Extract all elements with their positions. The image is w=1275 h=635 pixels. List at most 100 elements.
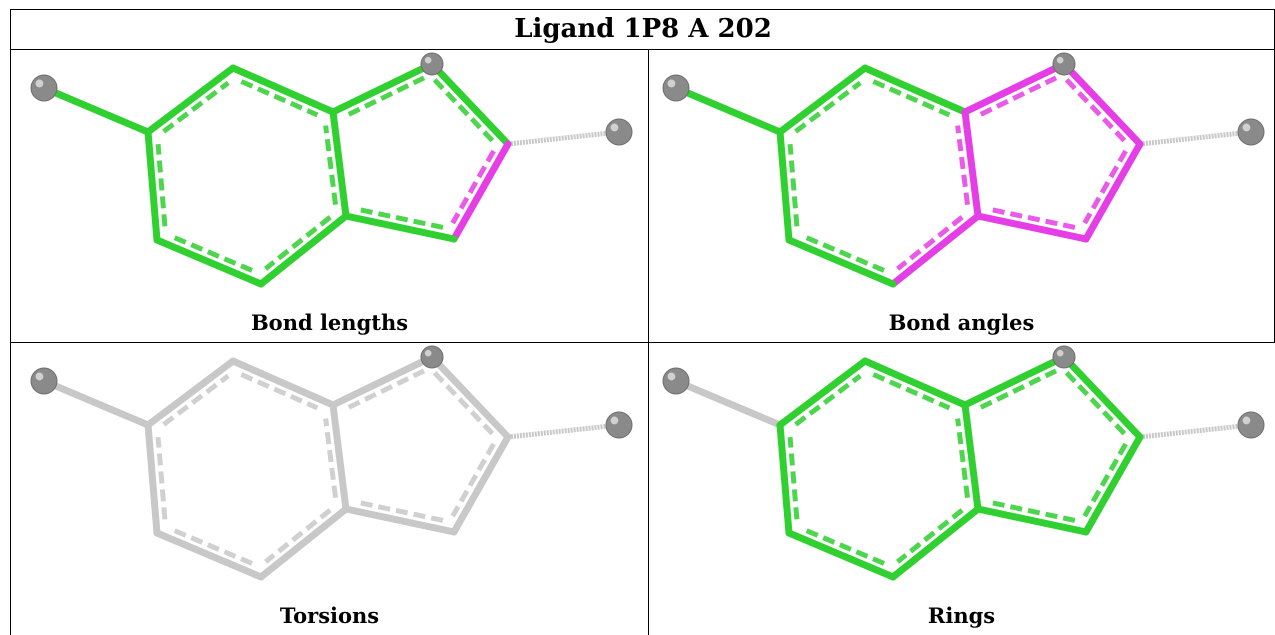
bond-c4-c5	[450, 140, 512, 243]
methyl-atom-left	[30, 74, 58, 102]
page-title: Ligand 1P8 A 202	[514, 14, 772, 44]
methyl-atom-right	[605, 118, 633, 146]
methyl-atom-left	[30, 367, 58, 395]
molecule-bond-lengths	[30, 52, 633, 288]
bond-c8-c1-aromatic	[787, 144, 800, 227]
bond-c6-c7	[257, 212, 350, 288]
column-divider	[648, 49, 649, 635]
bond-c5-c6	[974, 505, 1090, 536]
ring-oxygen-atom-highlight	[1056, 349, 1064, 357]
bond-c3-o	[329, 353, 436, 409]
bond-c2-c3-aromatic	[240, 372, 319, 411]
ring-oxygen-atom-highlight	[424, 56, 432, 64]
bond-c1-c2-aromatic	[162, 373, 230, 427]
bond-c3-o-aromatic	[979, 75, 1058, 117]
bond-c6-c3	[961, 401, 982, 513]
bond-c6-c7-aromatic	[264, 215, 332, 271]
bond-c1-c2	[776, 64, 869, 136]
bond-c4-c5	[1082, 433, 1144, 536]
bond-c8-c1	[776, 421, 793, 537]
bond-c7-c8	[785, 236, 897, 288]
bond-o-c4	[428, 60, 512, 148]
methyl-atom-left-highlight	[667, 79, 676, 88]
bond-c6-c3	[329, 108, 350, 220]
bond-c4-c5-aromatic	[450, 442, 496, 518]
bond-c8-c1	[776, 128, 793, 244]
bond-c6-c7	[889, 212, 982, 288]
ring-oxygen-atom	[1052, 52, 1076, 76]
bond-c2-c3-aromatic	[872, 79, 951, 118]
title-divider	[10, 49, 1275, 50]
bond-c2-c3-aromatic	[240, 79, 319, 118]
bond-c6-c3-aromatic	[323, 125, 338, 205]
bond-c3-o-aromatic	[347, 75, 426, 117]
bond-c3-o-aromatic	[979, 368, 1058, 410]
bond-c2-c3	[861, 357, 969, 409]
bond-c6-c3-aromatic	[955, 125, 970, 205]
bond-m1-c1	[672, 377, 784, 429]
bond-c4-c5-aromatic	[1082, 442, 1128, 518]
bond-c7-c8	[153, 529, 265, 581]
bond-c3-o	[329, 60, 436, 116]
bond-c1-c2-aromatic	[794, 373, 862, 427]
bond-c1-c2	[776, 357, 869, 429]
bond-m1-c1	[40, 377, 152, 429]
bond-c8-c1-aromatic	[155, 437, 168, 520]
bond-c4-c5	[1082, 140, 1144, 243]
methyl-atom-left	[662, 74, 690, 102]
bond-c5-c6	[342, 505, 458, 536]
panel-torsions: Torsions	[11, 343, 648, 635]
caption-bond-angles: Bond angles	[888, 310, 1035, 335]
bond-c2-c3	[229, 357, 337, 409]
bond-o-c4-aromatic	[432, 78, 495, 143]
bond-c4-c5	[450, 433, 512, 536]
bond-o-c4	[1060, 353, 1144, 441]
ring-oxygen-atom	[420, 345, 444, 369]
panel-bond-angles: Bond angles	[649, 50, 1274, 342]
bond-o-c4-aromatic	[1064, 371, 1127, 436]
bond-c8-c1-aromatic	[787, 437, 800, 520]
bond-c8-c1	[144, 421, 161, 537]
bond-c6-c3-aromatic	[955, 418, 970, 498]
bond-c4-c5-aromatic	[450, 149, 496, 225]
molecule-torsions	[30, 345, 633, 581]
bond-c3-o-aromatic	[347, 368, 426, 410]
bond-o-c4	[1060, 60, 1144, 148]
table-frame	[10, 9, 1275, 635]
methyl-atom-left-highlight	[35, 79, 44, 88]
bond-c6-c7-aromatic	[896, 215, 964, 271]
bond-c7-c8-aromatic	[172, 234, 254, 273]
bond-c6-c7-aromatic	[896, 508, 964, 564]
bond-c2-c3	[861, 64, 969, 116]
methyl-atom-right-highlight	[610, 416, 619, 425]
ring-oxygen-atom	[1052, 345, 1076, 369]
bond-c6-c7-aromatic	[264, 508, 332, 564]
bond-c7-c8-aromatic	[172, 527, 254, 566]
methyl-atom-right-highlight	[1242, 416, 1251, 425]
bond-c5-c6	[342, 212, 458, 243]
molecule-rings	[662, 345, 1265, 581]
bond-c5-c6-aromatic	[992, 207, 1076, 230]
panel-bond-lengths: Bond lengths	[11, 50, 648, 342]
row-divider	[10, 342, 1275, 343]
panel-rings: Rings	[649, 343, 1274, 635]
bond-c8-c1-aromatic	[155, 144, 168, 227]
molecule-bond-angles	[662, 52, 1265, 288]
bond-c7-c8	[153, 236, 265, 288]
methyl-atom-right-highlight	[610, 123, 619, 132]
methyl-atom-left	[662, 367, 690, 395]
methyl-atom-right-highlight	[1242, 123, 1251, 132]
bond-c3-o	[961, 60, 1068, 116]
caption-torsions: Torsions	[279, 603, 380, 628]
bond-c4-c5-aromatic	[1082, 149, 1128, 225]
methyl-atom-left-highlight	[35, 372, 44, 381]
bond-c6-c7	[889, 505, 982, 581]
methyl-atom-right	[605, 411, 633, 439]
bond-c2-c3	[229, 64, 337, 116]
bond-c5-c6-aromatic	[360, 207, 444, 230]
bond-m1-c1	[672, 84, 784, 136]
bond-c4-m2	[1139, 422, 1252, 440]
bond-c5-c6-aromatic	[992, 500, 1076, 523]
bond-c4-m2	[1139, 129, 1252, 147]
methyl-atom-right	[1237, 118, 1265, 146]
